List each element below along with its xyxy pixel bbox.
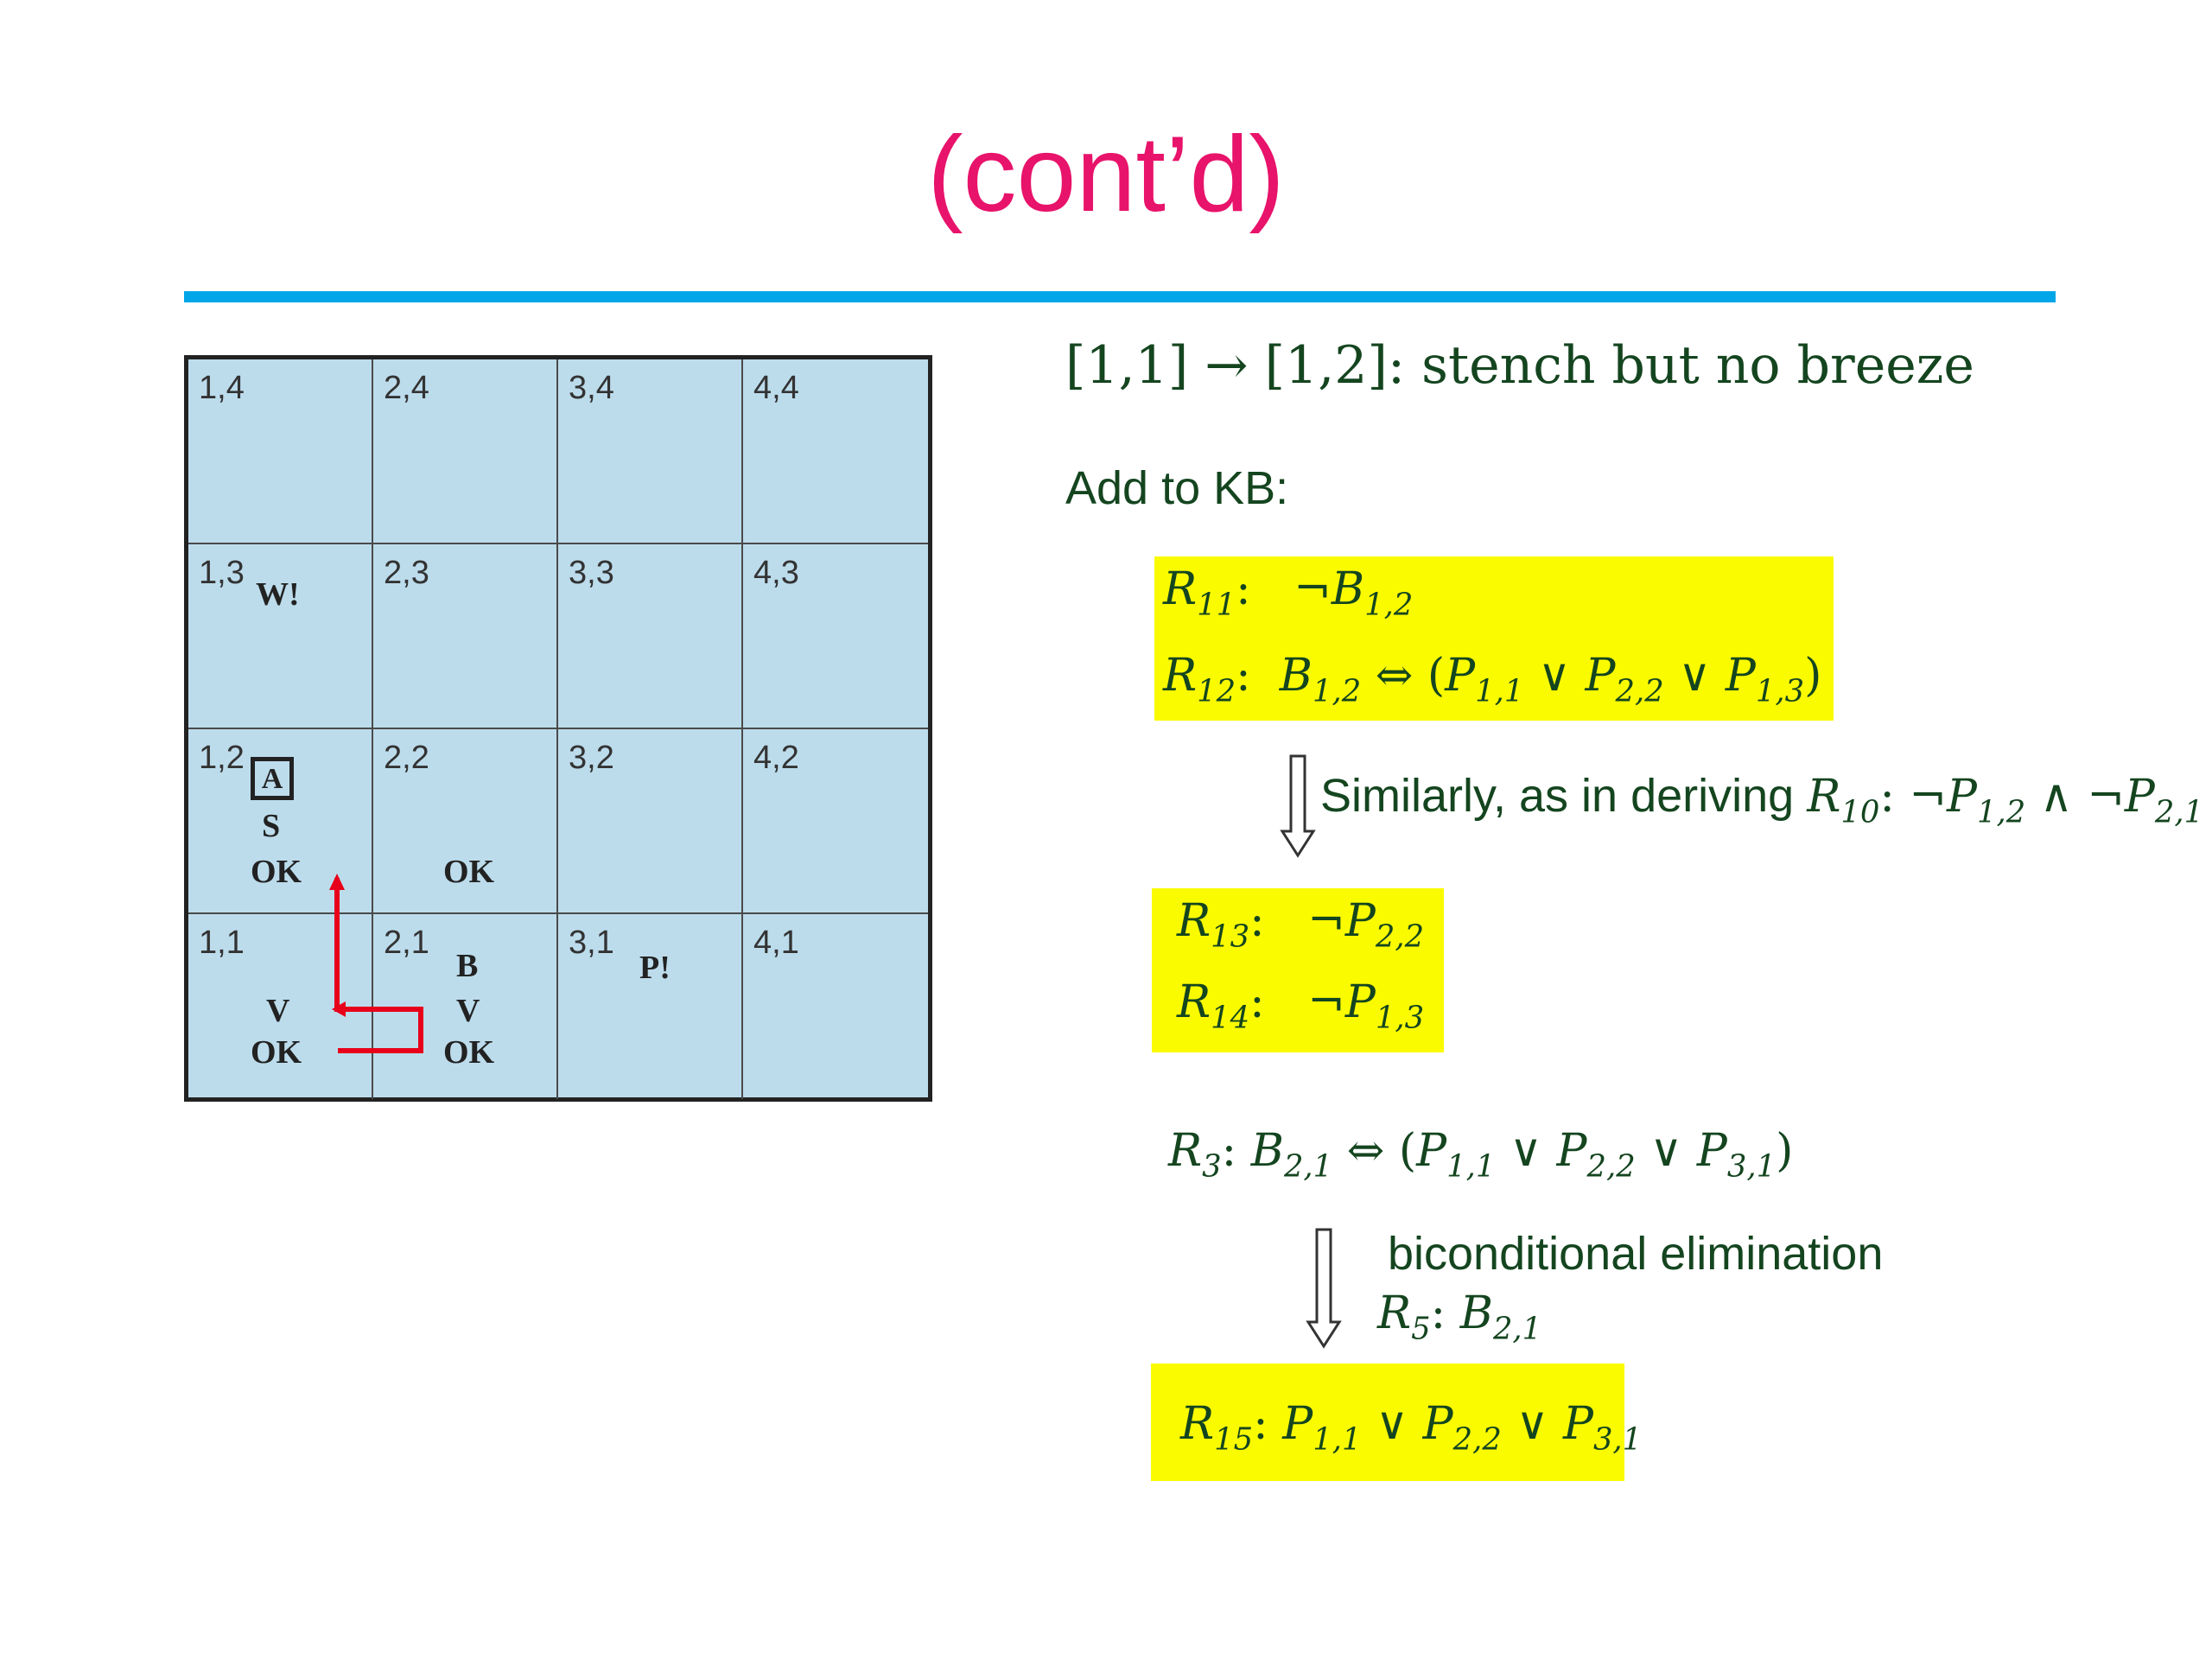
formula-r5: R5: B2,1 [1377, 1287, 1542, 1347]
formula-r11: R11: ¬B1,2 [1163, 563, 1414, 623]
formula-r14: R14: ¬P1,3 [1177, 976, 1425, 1036]
formula-r13: R13: ¬P2,2 [1177, 895, 1425, 955]
biconditional-elimination-text: biconditional elimination [1388, 1228, 1884, 1280]
add-to-kb-label: Add to KB: [1065, 462, 1289, 514]
title-divider [184, 291, 2056, 302]
derivation-arrow-down-icon [1280, 754, 1316, 858]
cell-2-3: 2,3 [373, 544, 558, 729]
cell-coord: 2,3 [384, 555, 429, 591]
slide-title: (cont’d) [927, 115, 1285, 234]
wumpus-grid: 1,4 2,4 3,4 4,4 1,3 W! 2,3 3,3 4,3 1,2 A… [184, 355, 932, 1102]
cell-coord: 1,4 [199, 370, 245, 406]
formula-r10: R10: ¬P1,2 ∧ ¬P2,1 [1807, 771, 2204, 830]
ok-mark: OK [443, 854, 495, 890]
similarly-text: Similarly, as in deriving R10: ¬P1,2 ∧ ¬… [1320, 770, 2204, 830]
stench-mark: S [262, 808, 281, 844]
cell-coord: 2,4 [384, 370, 429, 406]
cell-1-2: 1,2 A S OK [188, 729, 373, 914]
cell-coord: 4,1 [753, 925, 799, 961]
cell-coord: 1,1 [199, 925, 245, 961]
cell-3-2: 3,2 [558, 729, 743, 914]
cell-4-3: 4,3 [743, 544, 928, 729]
cell-2-2: 2,2 OK [373, 729, 558, 914]
cell-coord: 4,3 [753, 555, 799, 591]
cell-3-3: 3,3 [558, 544, 743, 729]
agent-marker: A [251, 757, 294, 800]
cell-coord: 3,4 [569, 370, 614, 406]
highlight-r15 [1151, 1363, 1624, 1481]
formula-r3: R3: B2,1 ⇔ (P1,1 ∨ P2,2 ∨ P3,1) [1168, 1125, 1794, 1185]
heading-text: [1,1] → [1,2]: stench but no breeze [1065, 335, 1974, 396]
visited-mark: V [266, 993, 290, 1029]
breeze-mark: B [456, 948, 479, 984]
cell-3-4: 3,4 [558, 359, 743, 544]
cell-3-1: 3,1 P! [558, 914, 743, 1099]
cell-coord: 2,2 [384, 740, 429, 776]
ok-mark: OK [251, 1034, 302, 1071]
cell-coord: 1,3 [199, 555, 245, 591]
formula-r12: R12: B1,2 ⇔ (P1,1 ∨ P2,2 ∨ P1,3) [1163, 650, 1822, 709]
highlight-r11-r12 [1154, 556, 1834, 721]
cell-coord: 4,4 [753, 370, 799, 406]
cell-coord: 4,2 [753, 740, 799, 776]
ok-mark: OK [251, 854, 302, 890]
cell-coord: 3,1 [569, 925, 614, 961]
cell-coord: 3,3 [569, 555, 614, 591]
cell-2-4: 2,4 [373, 359, 558, 544]
cell-4-2: 4,2 [743, 729, 928, 914]
cell-4-4: 4,4 [743, 359, 928, 544]
cell-4-1: 4,1 [743, 914, 928, 1099]
highlight-r13-r14 [1152, 888, 1444, 1052]
cell-coord: 3,2 [569, 740, 614, 776]
ok-mark: OK [443, 1034, 495, 1071]
cell-coord: 1,2 [199, 740, 245, 776]
cell-coord: 2,1 [384, 925, 429, 961]
derivation-arrow-down-icon [1306, 1228, 1342, 1349]
cell-1-4: 1,4 [188, 359, 373, 544]
cell-2-1: 2,1 B V OK [373, 914, 558, 1099]
formula-r15: R15: P1,1 ∨ P2,2 ∨ P3,1 [1180, 1398, 1643, 1458]
wumpus-mark: W! [256, 576, 300, 613]
cell-1-3: 1,3 W! [188, 544, 373, 729]
visited-mark: V [456, 993, 480, 1029]
pit-mark: P! [639, 950, 671, 986]
agent-path-arrow [329, 874, 423, 1053]
